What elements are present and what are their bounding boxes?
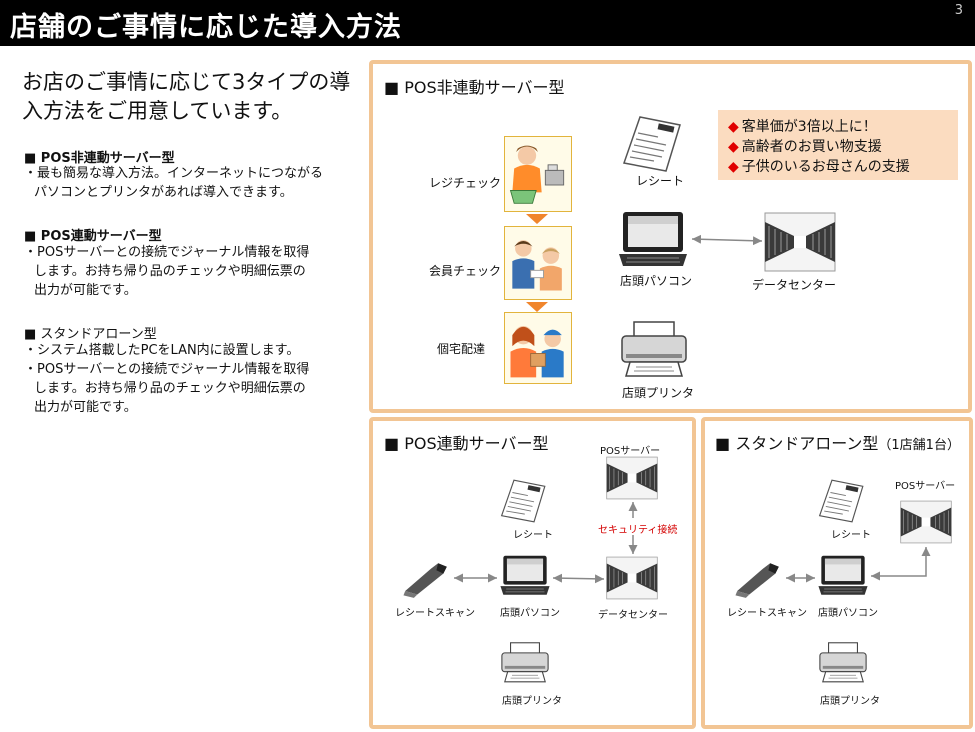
- register-check-illustration: [504, 136, 572, 212]
- panel-title-suffix: （1店舗1台）: [878, 438, 960, 453]
- section-text: ・POSサーバーとの接続でジャーナル情報を取得: [24, 245, 310, 260]
- section-heading: ■ POS連動サーバー型: [24, 229, 162, 244]
- diamond-icon: ◆: [728, 159, 739, 175]
- intro-text: お店のご事情に応じて3タイプの導 入方法をご用意しています。: [22, 68, 362, 126]
- intro-line: お店のご事情に応じて3タイプの導: [22, 70, 351, 94]
- pc-icon: [617, 210, 689, 270]
- benefit-text: 客単価が3倍以上に！: [741, 119, 877, 135]
- pc-icon: [817, 554, 869, 598]
- home-delivery-illustration: [504, 312, 572, 384]
- datacenter-icon: [764, 212, 836, 272]
- receipt-icon: [618, 115, 688, 173]
- step-label: 個宅配達: [437, 342, 486, 356]
- section-text: ・最も簡易な導入方法。インターネットにつながる: [24, 166, 324, 181]
- scanner-icon: [732, 556, 784, 600]
- pc-label: 店頭パソコン: [818, 608, 878, 619]
- pc-icon: [499, 554, 551, 598]
- receipt-icon: [497, 478, 551, 524]
- printer-label: 店頭プリンタ: [622, 386, 695, 400]
- printer-icon: [817, 640, 869, 686]
- benefit-text: 子供のいるお母さんの支援: [741, 159, 910, 175]
- section-text: します。お持ち帰り品のチェックや明細伝票の: [34, 381, 306, 396]
- section-text: 出力が可能です。: [34, 400, 137, 415]
- page-number: 3: [954, 3, 963, 18]
- step-label: レジチェック: [429, 176, 502, 190]
- intro-line: 入方法をご用意しています。: [22, 99, 293, 123]
- panel-title: ■ スタンドアローン型（1店舗1台）: [715, 430, 960, 454]
- scanner-label: レシートスキャン: [727, 608, 807, 619]
- receipt-label: レシート: [513, 530, 553, 541]
- section-heading: ■ スタンドアローン型: [24, 327, 157, 342]
- benefit-item: ◆客単価が3倍以上に！: [728, 116, 877, 136]
- slide-title: 店舗のご事情に応じた導入方法: [10, 12, 402, 43]
- section-text: します。お持ち帰り品のチェックや明細伝票の: [34, 264, 306, 279]
- pos-server-label: POSサーバー: [600, 446, 661, 457]
- printer-label: 店頭プリンタ: [820, 696, 880, 707]
- datacenter-label: データセンター: [598, 610, 668, 621]
- receipt-icon: [815, 478, 869, 524]
- section-heading: ■ POS非連動サーバー型: [24, 151, 175, 166]
- flow-arrow-icon: [526, 302, 548, 312]
- benefit-text: 高齢者のお買い物支援: [741, 139, 882, 155]
- pc-label: 店頭パソコン: [620, 274, 693, 288]
- panel-title: ■ POS連動サーバー型: [384, 434, 549, 453]
- scanner-label: レシートスキャン: [395, 608, 475, 619]
- receipt-label: レシート: [636, 174, 685, 188]
- benefits-box: ◆客単価が3倍以上に！ ◆高齢者のお買い物支援 ◆子供のいるお母さんの支援: [718, 110, 958, 180]
- flow-arrow-icon: [526, 214, 548, 224]
- receipt-label: レシート: [831, 530, 871, 541]
- pos-server-icon: [606, 456, 658, 500]
- panel-title-main: ■ スタンドアローン型: [715, 434, 879, 453]
- diamond-icon: ◆: [728, 119, 739, 135]
- benefit-item: ◆子供のいるお母さんの支援: [728, 156, 910, 176]
- section-text: パソコンとプリンタがあれば導入できます。: [34, 185, 293, 200]
- title-bar: 店舗のご事情に応じた導入方法 3: [0, 0, 975, 46]
- datacenter-label: データセンター: [752, 278, 837, 292]
- section-text: ・システム搭載したPCをLAN内に設置します。: [24, 343, 300, 358]
- datacenter-icon: [606, 556, 658, 600]
- member-check-illustration: [504, 226, 572, 300]
- scanner-icon: [400, 556, 452, 600]
- printer-icon: [499, 640, 551, 686]
- pos-server-icon: [900, 500, 952, 544]
- benefit-item: ◆高齢者のお買い物支援: [728, 136, 882, 156]
- section-text: 出力が可能です。: [34, 283, 137, 298]
- pos-server-label: POSサーバー: [895, 481, 956, 492]
- step-label: 会員チェック: [429, 264, 502, 278]
- panel-title: ■ POS非連動サーバー型: [384, 78, 565, 97]
- printer-icon: [618, 320, 690, 380]
- diamond-icon: ◆: [728, 139, 739, 155]
- pc-label: 店頭パソコン: [500, 608, 560, 619]
- security-connection-label: セキュリティ接続: [598, 525, 678, 536]
- section-text: ・POSサーバーとの接続でジャーナル情報を取得: [24, 362, 310, 377]
- printer-label: 店頭プリンタ: [502, 696, 562, 707]
